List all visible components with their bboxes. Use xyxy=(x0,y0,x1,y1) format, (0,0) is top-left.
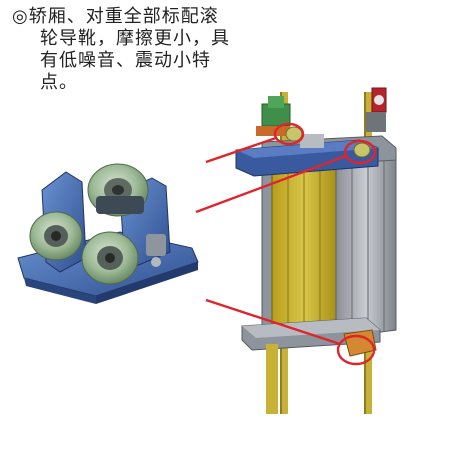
caption-line-3: 有低噪音、震动小特 xyxy=(40,50,211,71)
callout-circle-top-right xyxy=(343,139,377,165)
callout-circle-top-left xyxy=(273,122,305,146)
traction-machine xyxy=(256,96,291,136)
caption-line-1: ◎轿厢、对重全部标配滚 xyxy=(12,6,219,27)
callout-annotations xyxy=(195,122,377,366)
elevator-car-assembly xyxy=(235,87,397,414)
callout-circle-bottom xyxy=(336,334,376,366)
caption-line-2: 轮导靴，摩擦更小，具 xyxy=(40,28,230,49)
roller-guide-shoe xyxy=(17,163,199,304)
callout-line-3 xyxy=(205,298,341,346)
callout-line-2 xyxy=(195,154,347,214)
overspeed-governor xyxy=(366,87,387,132)
caption-line-4: 点。 xyxy=(40,72,78,93)
callout-line-1 xyxy=(205,136,277,164)
